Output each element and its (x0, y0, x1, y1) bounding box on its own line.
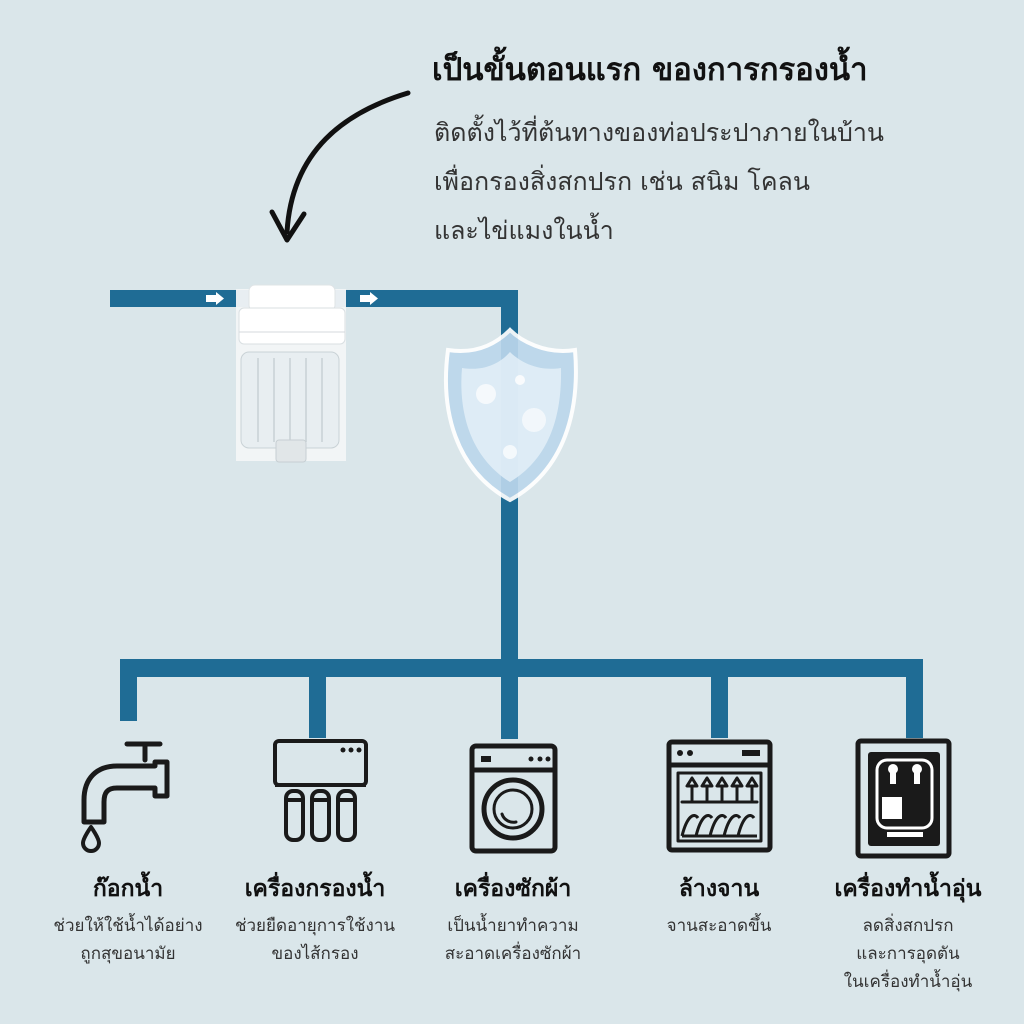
outlet-title: เครื่องทำน้ำอุ่น (834, 876, 982, 902)
description: ติดตั้งไว้ที่ต้นทางของท่อประปาภายในบ้าน … (434, 108, 884, 255)
outlet-description: เป็นน้ำยาทำความ สะอาดเครื่องซักผ้า (403, 912, 623, 968)
outlet-description-line: ช่วยให้ใช้น้ำได้อย่าง (53, 916, 203, 936)
outlet-description: ช่วยยืดอายุการใช้งาน ของไส้กรอง (205, 912, 425, 968)
outlet-description-line: ช่วยยืดอายุการใช้งาน (234, 916, 396, 936)
curved-arrow-icon (269, 90, 411, 243)
outlet-description-line: และการอุดตัน (856, 944, 960, 964)
outlet-dishwasher: ล้างจาน จานสะอาดขึ้น (609, 874, 829, 940)
water-heater-icon (855, 738, 952, 859)
flow-arrow-icon (360, 292, 378, 305)
outlet-description-line: ถูกสุขอนามัย (80, 944, 176, 964)
outlet-title: ล้างจาน (678, 876, 760, 902)
outlet-description-line: ลดสิ่งสกปรก (862, 916, 954, 936)
outlet-faucet: ก๊อกน้ำ ช่วยให้ใช้น้ำได้อย่าง ถูกสุขอนาม… (18, 874, 238, 968)
distribution-pipe (120, 659, 923, 677)
outlet-description: จานสะอาดขึ้น (609, 912, 829, 940)
outlet-description-line: ของไส้กรอง (271, 944, 359, 964)
headline: เป็นขั้นตอนแรก ของการกรองน้ำ (432, 52, 868, 88)
outlet-title: ก๊อกน้ำ (92, 876, 164, 902)
outlet-description: ลดสิ่งสกปรก และการอุดตัน ในเครื่องทำน้ำอ… (798, 912, 1018, 996)
dishwasher-icon (666, 739, 773, 853)
description-line: เพื่อกรองสิ่งสกปรก เช่น สนิม โคลน (434, 167, 810, 196)
drop-pipe-5 (906, 659, 923, 738)
faucet-icon (81, 741, 170, 853)
drop-pipe-1 (120, 659, 137, 721)
drop-pipe-4 (711, 659, 728, 738)
outlet-description-line: ในเครื่องทำน้ำอุ่น (843, 972, 973, 992)
drop-pipe-3 (501, 659, 518, 739)
description-line: ติดตั้งไว้ที่ต้นทางของท่อประปาภายในบ้าน (434, 118, 884, 147)
outlet-description: ช่วยให้ใช้น้ำได้อย่าง ถูกสุขอนามัย (18, 912, 238, 968)
outlet-title: เครื่องซักผ้า (454, 876, 572, 902)
drop-pipe-2 (309, 659, 326, 738)
outlet-title: เครื่องกรองน้ำ (244, 876, 386, 902)
description-line: และไข่แมงในน้ำ (434, 216, 614, 245)
outlet-description-line: จานสะอาดขึ้น (666, 916, 772, 936)
outlet-water-filter: เครื่องกรองน้ำ ช่วยยืดอายุการใช้งาน ของไ… (205, 874, 425, 968)
washing-machine-icon (469, 743, 558, 854)
outlet-description-line: สะอาดเครื่องซักผ้า (444, 944, 582, 964)
water-shield-icon (444, 327, 578, 503)
outlet-washing-machine: เครื่องซักผ้า เป็นน้ำยาทำความ สะอาดเครื่… (403, 874, 623, 968)
outlet-water-heater: เครื่องทำน้ำอุ่น ลดสิ่งสกปรก และการอุดตั… (798, 874, 1018, 996)
housing-filter-icon (236, 284, 346, 463)
outlet-description-line: เป็นน้ำยาทำความ (447, 916, 579, 936)
flow-arrow-icon (206, 292, 224, 305)
water-filter-icon (273, 739, 368, 842)
